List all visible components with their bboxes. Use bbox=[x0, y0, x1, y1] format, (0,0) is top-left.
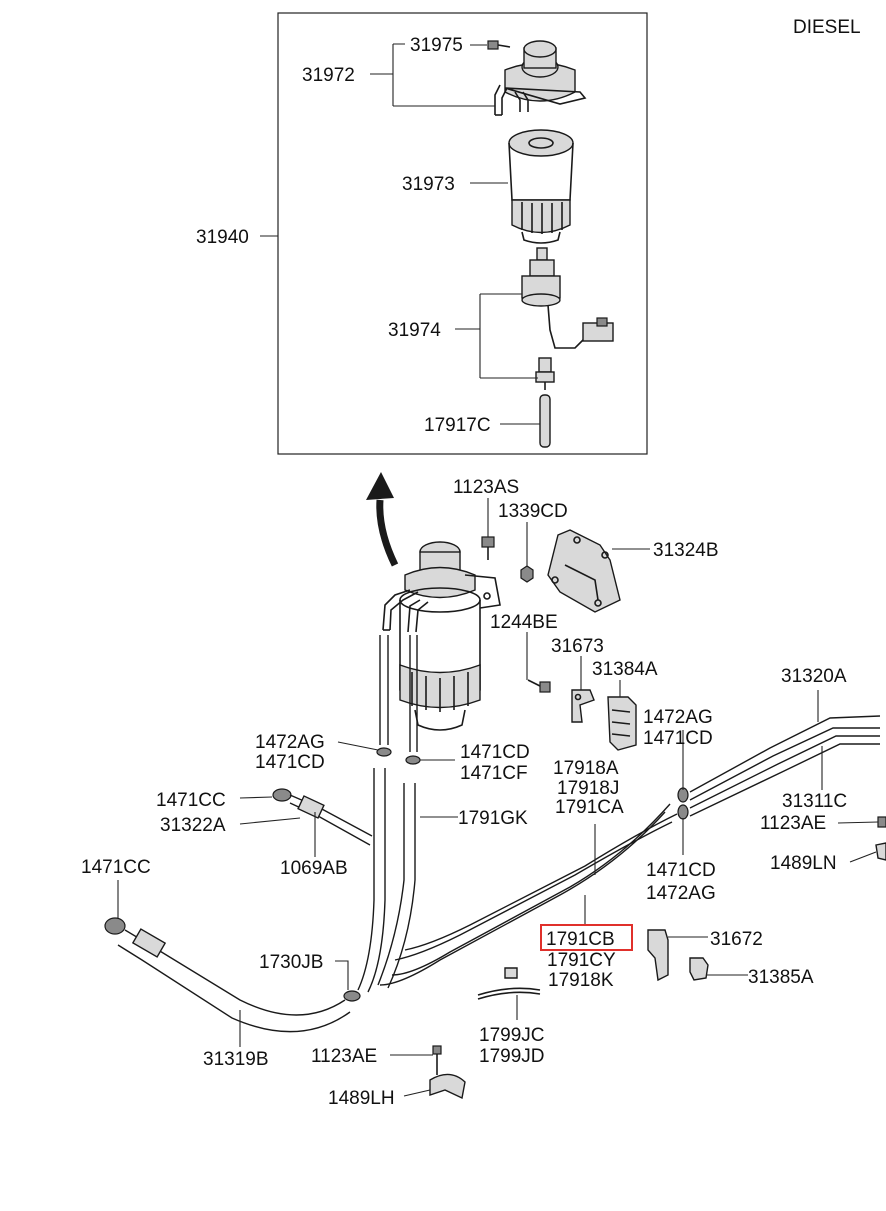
label-31940[interactable]: 31940 bbox=[196, 227, 249, 248]
label-1471cd-left[interactable]: 1471CD bbox=[255, 752, 325, 773]
label-1489ln[interactable]: 1489LN bbox=[770, 853, 837, 874]
label-1791gk[interactable]: 1791GK bbox=[458, 808, 528, 829]
label-31975[interactable]: 31975 bbox=[410, 35, 463, 56]
drain-plug bbox=[535, 357, 555, 390]
label-31320a[interactable]: 31320A bbox=[781, 666, 847, 687]
label-1123ae-right[interactable]: 1123AE bbox=[760, 813, 826, 834]
label-31311c[interactable]: 31311C bbox=[782, 791, 847, 812]
label-1471cd-low[interactable]: 1471CD bbox=[646, 860, 716, 881]
label-31384a[interactable]: 31384A bbox=[592, 659, 658, 680]
fuel-lines bbox=[117, 635, 881, 1033]
label-31319b[interactable]: 31319B bbox=[203, 1049, 269, 1070]
label-31322a[interactable]: 31322A bbox=[160, 815, 226, 836]
drain-tube bbox=[539, 394, 551, 448]
nut-1339cd bbox=[520, 565, 534, 583]
bracket-31324b bbox=[547, 529, 621, 613]
label-1471cf[interactable]: 1471CF bbox=[460, 763, 528, 784]
detail-box bbox=[277, 12, 648, 455]
label-1472ag-low[interactable]: 1472AG bbox=[646, 883, 716, 904]
label-1123ae-left[interactable]: 1123AE bbox=[311, 1046, 377, 1067]
label-1791cy[interactable]: 1791CY bbox=[547, 950, 616, 971]
label-31974[interactable]: 31974 bbox=[388, 320, 441, 341]
label-17917c[interactable]: 17917C bbox=[424, 415, 491, 436]
filter-head bbox=[494, 40, 587, 116]
label-1489lh[interactable]: 1489LH bbox=[328, 1088, 395, 1109]
label-1123as[interactable]: 1123AS bbox=[453, 477, 519, 498]
label-31972[interactable]: 31972 bbox=[302, 65, 355, 86]
label-1791cb[interactable]: 1791CB bbox=[546, 929, 615, 950]
variant-label: DIESEL bbox=[793, 17, 861, 38]
clip-1489lh bbox=[429, 1045, 466, 1100]
label-1472ag-left[interactable]: 1472AG bbox=[255, 732, 325, 753]
clip-1489ln bbox=[875, 842, 886, 861]
bolt-1123as bbox=[481, 536, 495, 560]
label-1472ag-right[interactable]: 1472AG bbox=[643, 707, 713, 728]
leader-lines bbox=[117, 498, 879, 1097]
clip-31673 bbox=[571, 689, 595, 723]
label-17918k[interactable]: 17918K bbox=[548, 970, 614, 991]
label-17918a[interactable]: 17918A bbox=[553, 758, 619, 779]
label-1339cd[interactable]: 1339CD bbox=[498, 501, 568, 522]
highlight-box bbox=[540, 924, 633, 951]
clamp-31385a bbox=[689, 957, 709, 981]
water-sensor bbox=[521, 247, 614, 349]
clamp-31384a bbox=[607, 696, 637, 751]
label-31324b[interactable]: 31324B bbox=[653, 540, 719, 561]
bolt-1244be bbox=[527, 679, 551, 693]
label-31672[interactable]: 31672 bbox=[710, 929, 763, 950]
label-1471cd-right[interactable]: 1471CD bbox=[643, 728, 713, 749]
filter-assembly bbox=[382, 541, 501, 731]
label-31673[interactable]: 31673 bbox=[551, 636, 604, 657]
label-1799jc[interactable]: 1799JC bbox=[479, 1025, 545, 1046]
filter-cartridge bbox=[508, 129, 574, 244]
bolt-1123ae-right bbox=[877, 816, 886, 828]
label-1471cc-top[interactable]: 1471CC bbox=[156, 790, 226, 811]
bolt-31975 bbox=[487, 40, 511, 50]
label-31385a[interactable]: 31385A bbox=[748, 967, 814, 988]
label-31973[interactable]: 31973 bbox=[402, 174, 455, 195]
clamp-31672 bbox=[647, 929, 669, 982]
label-1791ca[interactable]: 1791CA bbox=[555, 797, 624, 818]
label-17918j[interactable]: 17918J bbox=[557, 778, 619, 799]
label-1244be[interactable]: 1244BE bbox=[490, 612, 558, 633]
label-1471cc-left[interactable]: 1471CC bbox=[81, 857, 151, 878]
band-1799jc bbox=[477, 967, 541, 1000]
label-1471cd-mid[interactable]: 1471CD bbox=[460, 742, 530, 763]
label-1730jb[interactable]: 1730JB bbox=[259, 952, 323, 973]
detail-arrow bbox=[366, 472, 399, 567]
label-1799jd[interactable]: 1799JD bbox=[479, 1046, 545, 1067]
label-1069ab[interactable]: 1069AB bbox=[280, 858, 348, 879]
